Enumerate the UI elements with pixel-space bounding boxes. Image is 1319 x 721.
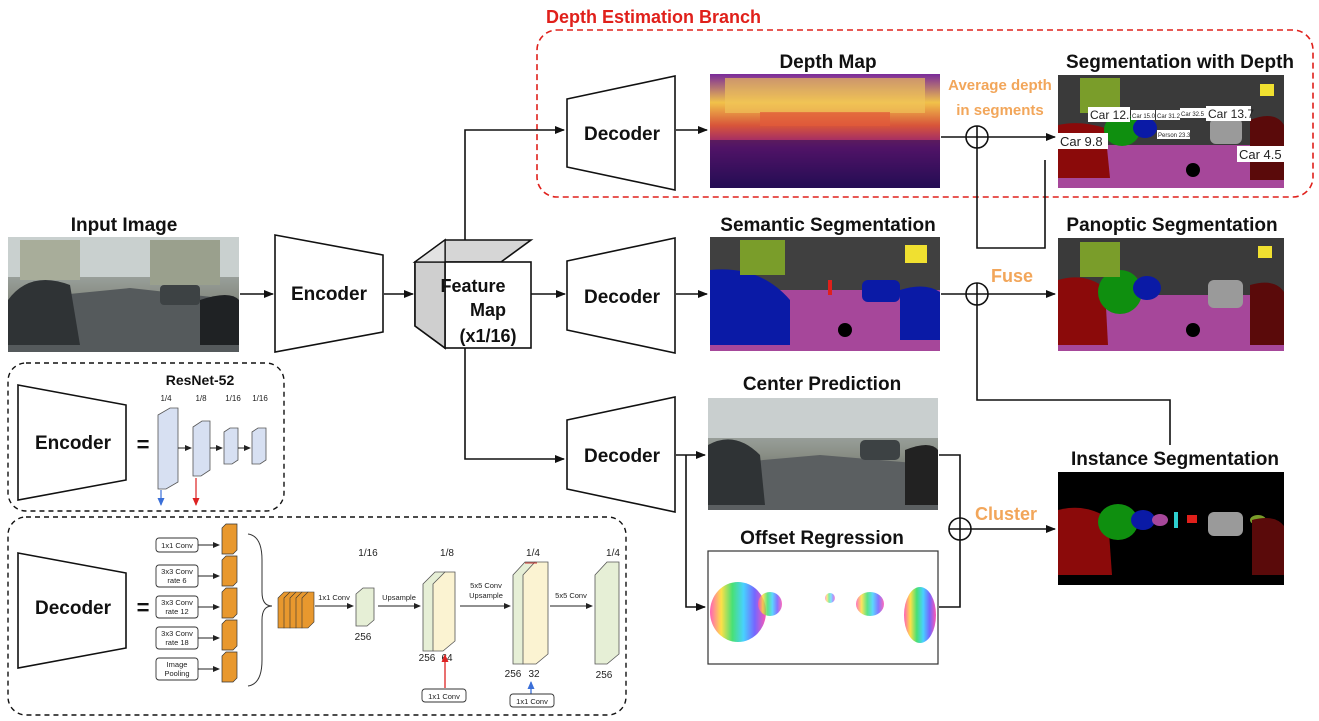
panoptic-seg-image	[1058, 238, 1284, 351]
decoder-scale: 1/4	[526, 548, 540, 559]
decoder-semantic-label: Decoder	[584, 287, 661, 308]
decoder-instance-block	[566, 396, 676, 513]
resnet-title: ResNet-52	[166, 372, 235, 388]
flow-edges	[240, 126, 1171, 611]
depth-tag: Car 15.0	[1132, 114, 1156, 120]
center-pred-label: Center Prediction	[743, 374, 901, 395]
encoder-block	[274, 234, 384, 353]
depth-tag: Car 31.2	[1157, 114, 1181, 120]
depth-map-label: Depth Map	[779, 52, 876, 73]
depth-tag: Car 13.7	[1208, 107, 1254, 121]
encoder-label: Encoder	[291, 284, 368, 305]
op-label: 5x5 Conv	[470, 581, 502, 590]
aspp-branch-label: 3x3 Conv	[161, 629, 193, 638]
resnet-scale: 1/16	[225, 394, 241, 403]
channel-label: 256	[505, 669, 522, 680]
resnet-layers	[157, 407, 267, 506]
aspp-branch-label: 1x1 Conv	[161, 541, 193, 550]
resnet-scale: 1/4	[160, 394, 172, 403]
decoder-depth-label: Decoder	[584, 124, 661, 145]
offset-reg-image	[707, 550, 939, 665]
center-pred-image	[708, 398, 938, 510]
equals-sign: =	[137, 432, 150, 457]
depth-branch-frame	[536, 29, 1314, 198]
aspp-branches: 1x1 Conv 3x3 Conv rate 6 3x3 Conv rate 1…	[155, 523, 273, 687]
decoder-detail-frame	[7, 516, 627, 716]
concat-stack	[277, 591, 315, 629]
decoder-scale: 1/16	[358, 548, 378, 559]
seg-depth-label: Segmentation with Depth	[1066, 52, 1294, 73]
encoder-detail-frame	[7, 362, 285, 512]
decoder-scale: 1/8	[440, 548, 454, 559]
aspp-branch-label: 3x3 Conv	[161, 567, 193, 576]
semantic-seg-image	[710, 237, 940, 351]
decoder-semantic-block	[566, 237, 676, 354]
feature-map-label-1: Feature	[440, 276, 505, 296]
offset-reg-label: Offset Regression	[740, 528, 904, 549]
channel-label: 256	[355, 632, 372, 643]
seg-depth-image	[1058, 75, 1284, 188]
op-label: Upsample	[382, 593, 416, 602]
feature-map-cube	[412, 238, 534, 350]
semantic-seg-label: Semantic Segmentation	[720, 215, 935, 236]
op-label: Upsample	[469, 591, 503, 600]
encoder-detail-label: Encoder	[35, 433, 112, 454]
feature-map-label-2: Map	[470, 300, 506, 320]
sum-node-cluster	[948, 517, 972, 541]
depth-tag: Car 12.5	[1090, 108, 1136, 122]
op-label: 1x1 Conv	[318, 593, 350, 602]
decoder-instance-label: Decoder	[584, 446, 661, 467]
channel-label: 256	[596, 670, 613, 681]
aspp-branch-label: Image	[167, 660, 188, 669]
depth-tag: Car 32.5	[1181, 112, 1205, 118]
sum-node-depth	[965, 125, 989, 149]
channel-label: 32	[528, 669, 540, 680]
decoder-pipeline: 1/16 1/8 1/4 1/4 1x1 Conv 256 Upsample 2…	[315, 548, 620, 708]
resnet-scale: 1/16	[252, 394, 268, 403]
input-image-label: Input Image	[71, 215, 178, 236]
aspp-branch-label: rate 6	[167, 576, 186, 585]
op-label: 1x1 Conv	[516, 697, 548, 706]
feature-map-label-3: (x1/16)	[459, 326, 516, 346]
instance-seg-label: Instance Segmentation	[1071, 449, 1279, 470]
depth-tag: Person 23.3	[1158, 133, 1191, 139]
decoder-detail-block	[17, 552, 127, 669]
sum-node-fuse	[965, 282, 989, 306]
decoder-detail-label: Decoder	[35, 598, 112, 619]
aspp-branch-label: rate 18	[165, 638, 188, 647]
avg-depth-label-2: in segments	[956, 102, 1044, 119]
channel-label: 64	[441, 653, 453, 664]
depth-map-image	[710, 74, 940, 188]
aspp-branch-label: rate 12	[165, 607, 188, 616]
decoder-depth-block	[566, 75, 676, 191]
channel-label: 256	[419, 653, 436, 664]
equals-sign: =	[137, 595, 150, 620]
depth-branch-title: Depth Estimation Branch	[546, 7, 761, 27]
resnet-scale: 1/8	[195, 394, 207, 403]
depth-tags: Car 12.5 Car 15.0 Car 31.2 Car 32.5 Car …	[1058, 106, 1284, 162]
encoder-detail-block	[17, 384, 127, 501]
panoptic-seg-label: Panoptic Segmentation	[1066, 215, 1277, 236]
avg-depth-label-1: Average depth	[948, 77, 1052, 94]
input-image	[8, 237, 239, 352]
instance-seg-image	[1058, 472, 1284, 585]
depth-tag: Car 9.8	[1060, 134, 1103, 149]
op-label: 1x1 Conv	[428, 692, 460, 701]
op-label: 5x5 Conv	[555, 591, 587, 600]
decoder-scale: 1/4	[606, 548, 620, 559]
aspp-branch-label: 3x3 Conv	[161, 598, 193, 607]
cluster-label: Cluster	[975, 504, 1037, 524]
depth-tag: Car 4.5	[1239, 147, 1282, 162]
aspp-branch-label: Pooling	[164, 669, 189, 678]
fuse-label: Fuse	[991, 266, 1033, 286]
